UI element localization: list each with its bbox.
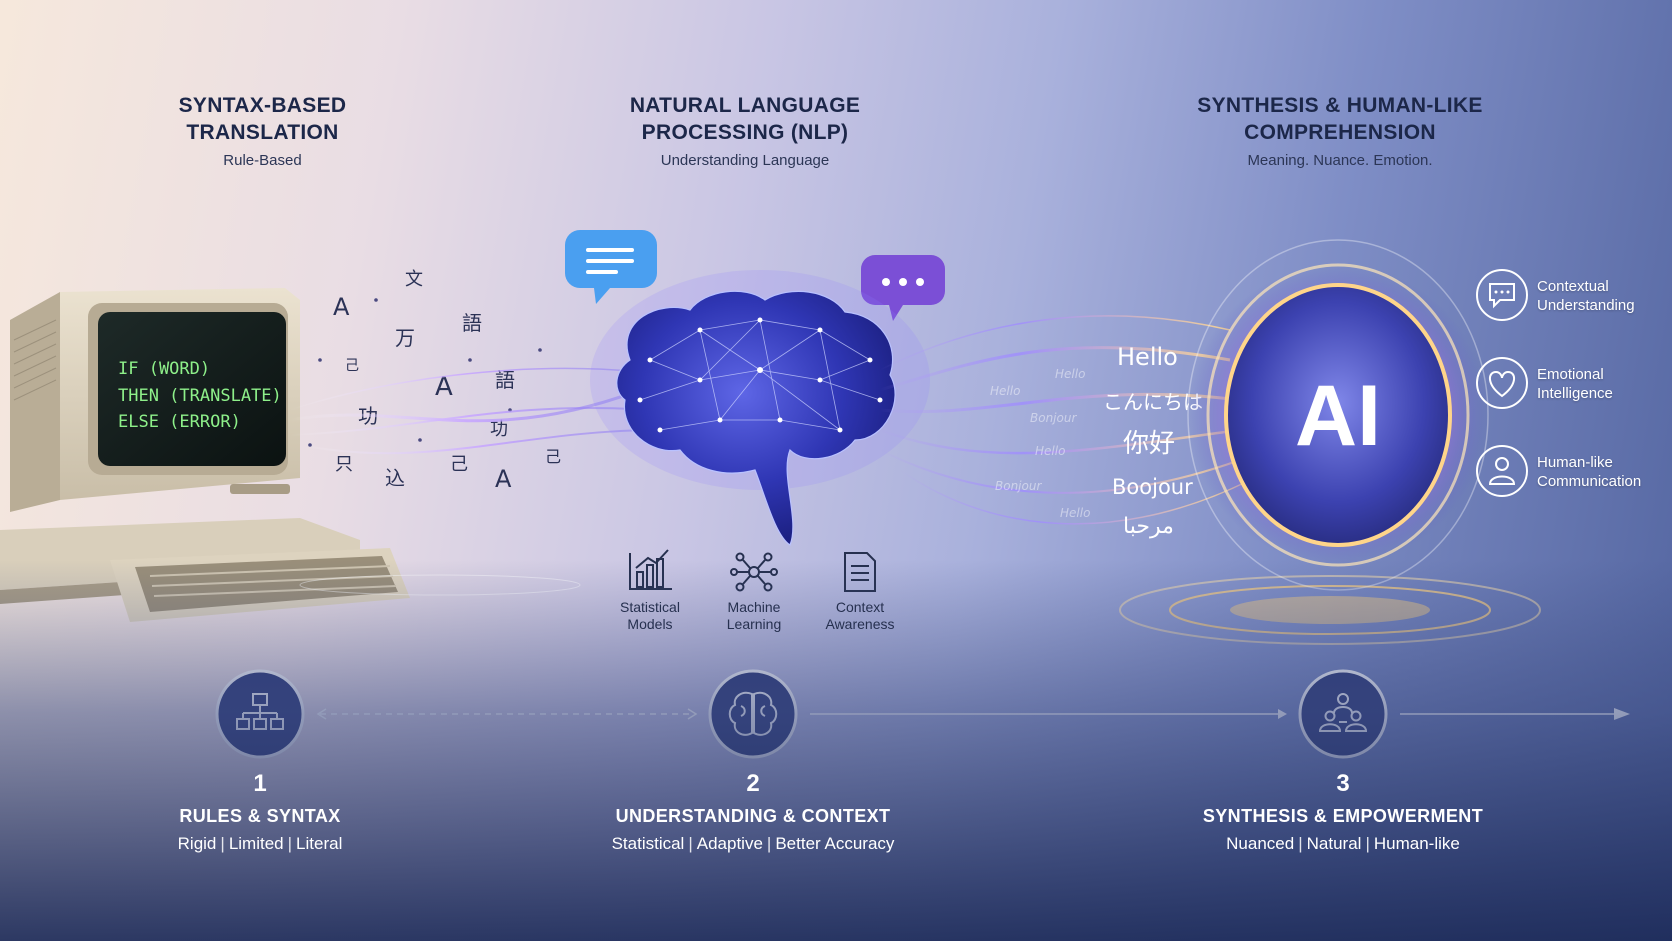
glyph: 語 (495, 368, 515, 392)
stage-desc-item: Nuanced (1226, 834, 1295, 853)
column-title: SYNTHESIS & HUMAN-LIKE COMPREHENSION (1197, 94, 1483, 144)
nlp-feature-machine-learning: Machine Learning (704, 599, 804, 633)
chat-bubble-icon (1476, 269, 1528, 321)
stage-desc-item: Natural (1306, 834, 1362, 853)
code-line-1: IF (WORD) (118, 359, 210, 379)
network-icon (730, 552, 778, 592)
heart-icon (1476, 357, 1528, 409)
nlp-feature-label: Models (627, 616, 673, 632)
stage-desc-item: Limited (228, 834, 284, 853)
separator: | (220, 834, 225, 853)
faded-word-trail: Hello Hello Bonjour Hello Bonjour Hello (990, 367, 1090, 520)
glyph: 己 (545, 447, 561, 466)
nlp-feature-label: Awareness (825, 616, 895, 632)
svg-text:Bonjour: Bonjour (995, 479, 1042, 493)
vintage-computer: IF (WORD) THEN (TRANSLATE) ELSE (ERROR) (0, 288, 581, 622)
glyph: 功 (490, 419, 508, 440)
separator: | (1298, 834, 1303, 853)
stage-desc-item: Adaptive (696, 834, 763, 853)
glyph: A (495, 465, 512, 493)
floating-characters: A 文 万 語 A 語 功 只 込 己 A 己 功 己 (308, 269, 561, 493)
glyph: 語 (462, 311, 482, 335)
glyph: A (435, 372, 453, 402)
column-heading-nlp: NATURAL LANGUAGE PROCESSING (NLP) Unders… (590, 92, 900, 169)
glyph: 己 (450, 454, 468, 475)
timeline-connector-2 (810, 709, 1287, 719)
svg-text:Hello: Hello (1055, 367, 1085, 381)
stage-title-3: SYNTHESIS & EMPOWERMENT (1202, 806, 1484, 826)
person-icon (1476, 445, 1528, 497)
svg-text:Hello: Hello (1035, 444, 1065, 458)
column-subtitle: Rule-Based (223, 152, 302, 169)
nlp-feature-label: Context (835, 599, 885, 615)
ai-feature-emotional: Emotional Intelligence (1537, 366, 1613, 402)
column-title: SYNTAX-BASED TRANSLATION (178, 94, 347, 144)
stage-number-1: 1 (253, 770, 267, 797)
bar-chart-icon (629, 549, 672, 590)
timeline-connector-3 (1400, 708, 1630, 720)
nlp-feature-label: Machine (727, 599, 781, 615)
stage-desc-1: Rigid|Limited|Literal (50, 834, 470, 854)
stage-number-2: 2 (746, 770, 760, 797)
nlp-feature-statistical: Statistical Models (600, 599, 700, 633)
column-heading-syntax: SYNTAX-BASED TRANSLATION Rule-Based (130, 92, 395, 169)
greeting-hello: Hello (1117, 343, 1178, 371)
chat-bubble-blue (565, 230, 657, 304)
code-line-2: THEN (TRANSLATE) (118, 386, 282, 406)
glyph: A (333, 293, 350, 321)
stage-desc-item: Better Accuracy (775, 834, 895, 853)
column-title: NATURAL LANGUAGE PROCESSING (NLP) (629, 94, 861, 144)
stage-title-1: RULES & SYNTAX (179, 806, 341, 826)
ai-sphere: AI (1119, 239, 1541, 645)
separator: | (287, 834, 293, 853)
stage-desc-item: Human-like (1373, 834, 1460, 853)
svg-text:Bonjour: Bonjour (1030, 411, 1077, 425)
greetings: Hello こんにちは 你好 Boojour مرحبا (1103, 343, 1203, 539)
stage-desc-item: Statistical (611, 834, 685, 853)
glyph: 己 (345, 358, 359, 374)
column-subtitle: Meaning. Nuance. Emotion. (1247, 152, 1433, 169)
timeline-connector-1 (316, 708, 698, 720)
greeting-chinese: 你好 (1123, 429, 1175, 459)
neural-brain (590, 270, 930, 546)
stage-number-3: 3 (1336, 770, 1350, 797)
ai-feature-contextual: Contextual Understanding (1537, 278, 1635, 314)
chat-bubble-purple (861, 255, 945, 321)
stage-title-2: UNDERSTANDING & CONTEXT (615, 806, 891, 826)
stage-desc-2: Statistical|Adaptive|Better Accuracy (543, 834, 963, 854)
glyph: 文 (405, 269, 423, 290)
column-subtitle: Understanding Language (660, 152, 830, 169)
nlp-feature-label: Statistical (620, 599, 680, 615)
ai-feature-communication: Human-like Communication (1537, 454, 1642, 490)
document-icon (844, 552, 876, 592)
separator: | (766, 834, 772, 853)
stage-desc-item: Rigid (177, 834, 217, 853)
separator: | (688, 834, 693, 853)
separator: | (1365, 834, 1370, 853)
ai-label: AI (1295, 368, 1381, 464)
glyph: 只 (335, 454, 353, 475)
glyph: 万 (395, 326, 415, 350)
nlp-feature-label: Learning (726, 616, 782, 632)
svg-text:Hello: Hello (990, 384, 1020, 398)
column-heading-synthesis: SYNTHESIS & HUMAN-LIKE COMPREHENSION Mea… (1160, 92, 1520, 169)
nlp-feature-context: Context Awareness (810, 599, 910, 633)
greeting-bonjour: Boojour (1112, 475, 1193, 499)
greeting-japanese: こんにちは (1103, 390, 1203, 414)
greeting-arabic: مرحبا (1123, 514, 1174, 539)
data-stream-right (879, 315, 1251, 525)
stage-desc-item: Literal (296, 834, 343, 853)
stage-desc-3: Nuanced|Natural|Human-like (1133, 834, 1553, 854)
svg-text:Hello: Hello (1060, 506, 1090, 520)
brain-icon (708, 669, 798, 759)
hierarchy-icon (215, 669, 305, 759)
data-stream-left (289, 367, 661, 455)
people-icon (1298, 669, 1388, 759)
code-line-3: ELSE (ERROR) (118, 412, 241, 432)
glyph: 込 (385, 466, 405, 490)
